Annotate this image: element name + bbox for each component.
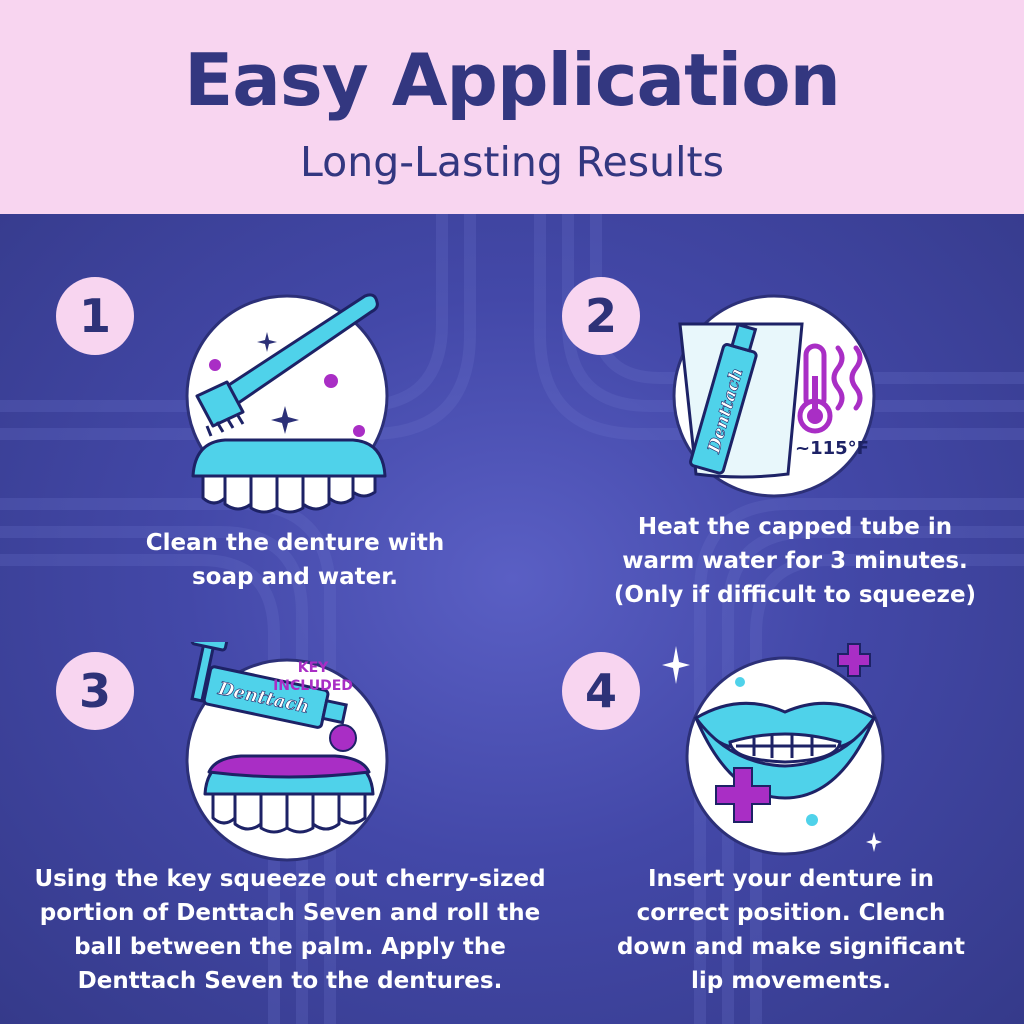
temperature-label: ~115°F: [795, 438, 869, 459]
step-2-badge: 2: [562, 277, 640, 355]
tube-in-glass-icon: Denttach ~115°F: [672, 294, 876, 498]
step-4-badge: 4: [562, 652, 640, 730]
header-banner: Easy Application Long-Lasting Results: [0, 0, 1024, 214]
step-3-badge: 3: [56, 652, 134, 730]
key-note-line-2: INCLUDED: [273, 678, 353, 694]
step-2-caption: Heat the capped tube in warm water for 3…: [613, 514, 977, 608]
page-subtitle: Long-Lasting Results: [300, 138, 724, 186]
step-3-caption: Using the key squeeze out cherry-sized p…: [34, 866, 546, 994]
step-1-badge: 1: [56, 277, 134, 355]
smiling-lips-icon: [662, 643, 885, 856]
key-note-line-1: KEY: [298, 660, 329, 676]
toothbrush-denture-icon: [185, 293, 389, 514]
background-lines: [0, 214, 1024, 1024]
tube-with-key-icon: Denttach KEY INCLUDED: [185, 642, 389, 862]
steps-panel: 1 Clean the denture with soap and water.…: [0, 214, 1024, 1024]
step-4-caption: Insert your denture in correct position.…: [617, 866, 965, 994]
step-1-caption: Clean the denture with soap and water.: [145, 530, 445, 590]
page-title: Easy Application: [184, 38, 841, 122]
